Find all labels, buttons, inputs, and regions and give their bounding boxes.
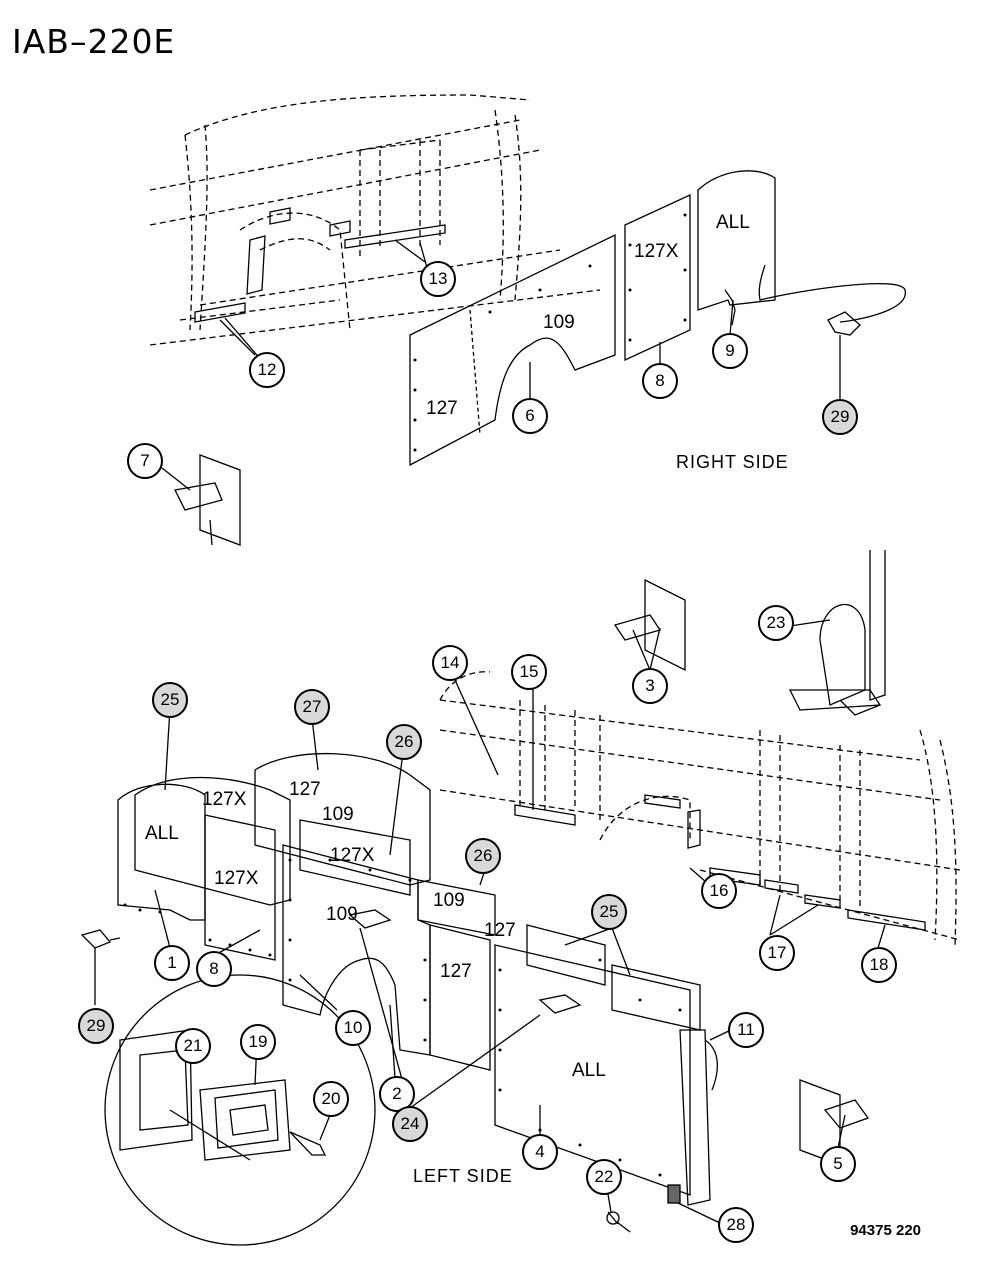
left-brackets	[514, 794, 926, 931]
right-panels	[409, 170, 906, 467]
callout-8-left: 8	[196, 951, 232, 987]
callout-8-right: 8	[642, 363, 678, 399]
panel-label-right-127: 127	[426, 398, 458, 419]
callout-14: 14	[432, 645, 468, 681]
callout-23: 23	[758, 605, 794, 641]
left-fastener-dots	[123, 858, 682, 1177]
callout-6: 6	[512, 398, 548, 434]
panel-label-left-109-top: 109	[322, 804, 354, 825]
callout-22: 22	[586, 1159, 622, 1195]
panel-label-left-127x-c: 127X	[330, 845, 375, 866]
callout-29-right: 29	[822, 399, 858, 435]
callout-10: 10	[335, 1010, 371, 1046]
callout-26-mid: 26	[465, 838, 501, 874]
callout-1: 1	[154, 945, 190, 981]
panel-label-left-127-c: 127	[440, 961, 472, 982]
panel-label-left-all-front: ALL	[145, 823, 179, 844]
panel-label-left-109-mid: 109	[433, 890, 465, 911]
callout-15: 15	[511, 654, 547, 690]
plug-28-drawing	[667, 1184, 681, 1204]
left-panels	[117, 752, 718, 1206]
clip-7-drawing	[174, 454, 241, 546]
callout-26-top: 26	[386, 724, 422, 760]
callout-18: 18	[861, 947, 897, 983]
panel-label-left-127-top: 127	[289, 779, 321, 800]
right-fastener-dots	[413, 213, 687, 452]
callout-29-left: 29	[78, 1008, 114, 1044]
panel-label-right-127x: 127X	[634, 241, 679, 262]
callout-16: 16	[701, 873, 737, 909]
panel-label-right-109: 109	[543, 312, 575, 333]
callout-25-left: 25	[152, 682, 188, 718]
right-side-body-outline	[149, 94, 601, 346]
panel-label-left-109-b: 109	[326, 904, 358, 925]
left-side-body-outline	[439, 671, 961, 946]
callout-24: 24	[392, 1106, 428, 1142]
panel-label-left-127x-b: 127X	[214, 868, 259, 889]
clip-29-left-drawing	[80, 929, 121, 949]
callout-27: 27	[294, 689, 330, 725]
callout-17: 17	[759, 935, 795, 971]
figure-code: 94375 220	[850, 1222, 921, 1239]
right-side-label: RIGHT SIDE	[676, 452, 789, 472]
right-brackets	[194, 207, 446, 356]
callout-5: 5	[820, 1146, 856, 1182]
diagram-title: IAB–220E	[12, 22, 176, 61]
callout-21: 21	[175, 1028, 211, 1064]
callout-25-right: 25	[591, 894, 627, 930]
callout-9: 9	[712, 333, 748, 369]
panel-label-left-127-b: 127	[484, 920, 516, 941]
callout-13: 13	[420, 261, 456, 297]
callout-28: 28	[718, 1207, 754, 1243]
panel-label-right-all: ALL	[716, 212, 750, 233]
panel-label-left-127x-a: 127X	[202, 789, 247, 810]
callout-7: 7	[127, 443, 163, 479]
callout-20: 20	[313, 1081, 349, 1117]
seatbelt-23-drawing	[788, 550, 886, 716]
callout-19: 19	[240, 1024, 276, 1060]
clip-29-right-drawing	[827, 311, 861, 336]
panel-label-left-all-rear: ALL	[572, 1060, 606, 1081]
callout-4: 4	[522, 1134, 558, 1170]
screw-22-drawing	[606, 1211, 631, 1233]
clip-3-drawing	[613, 578, 686, 672]
left-side-label: LEFT SIDE	[413, 1166, 513, 1186]
callout-12: 12	[249, 352, 285, 388]
callout-3: 3	[632, 668, 668, 704]
callout-11: 11	[728, 1012, 764, 1048]
